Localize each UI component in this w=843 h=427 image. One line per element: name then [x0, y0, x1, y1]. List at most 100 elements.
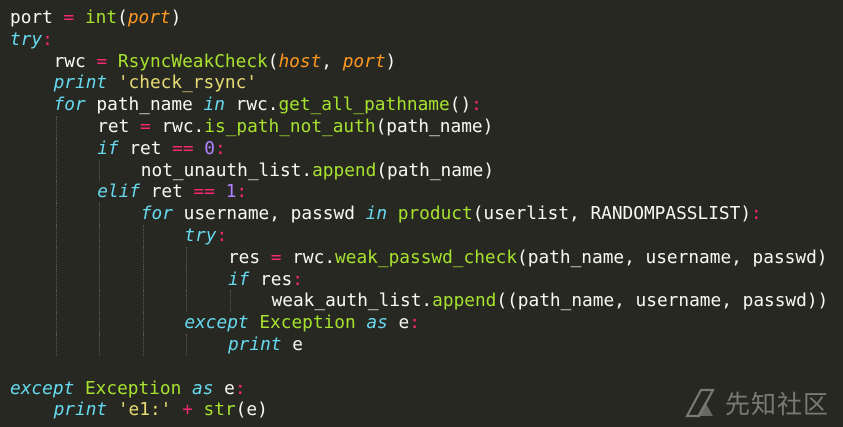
- code-token: as: [366, 312, 388, 334]
- code-token: Exception: [259, 312, 356, 334]
- indent-guide: [54, 224, 98, 247]
- code-token: 'check_rsync': [117, 72, 258, 94]
- indent-guide: [228, 290, 272, 312]
- indent-guide: [97, 203, 141, 225]
- code-token: ret: [140, 181, 194, 203]
- code-token: e: [387, 312, 410, 334]
- code-token: port: [342, 50, 386, 72]
- code-token: append: [432, 290, 497, 312]
- indent-guide: [54, 333, 98, 356]
- code-line[interactable]: [10, 356, 828, 378]
- indent-guide: [54, 246, 98, 269]
- code-line[interactable]: not_unauth_list.append(path_name): [10, 159, 828, 182]
- code-token: try: [10, 28, 43, 50]
- code-token: ,: [321, 50, 343, 72]
- code-token: +: [182, 399, 193, 421]
- indent-guide: [97, 224, 141, 247]
- indent-guide: [141, 312, 185, 334]
- indent-guide: [10, 312, 54, 334]
- code-line[interactable]: weak_auth_list.append((path_name, userna…: [10, 290, 828, 312]
- code-token: (path_name): [375, 115, 494, 137]
- code-line[interactable]: print e: [10, 333, 828, 356]
- code-token: res: [249, 268, 293, 290]
- code-token: :: [751, 203, 762, 225]
- code-token: as: [192, 377, 214, 399]
- code-token: int: [84, 7, 118, 28]
- code-area[interactable]: port = int(port)try:rwc = RsyncWeakCheck…: [10, 7, 828, 421]
- indent-guide: [10, 399, 54, 421]
- code-token: (path_name, username, passwd): [517, 246, 828, 268]
- indent-guide: [184, 333, 228, 356]
- code-token: :: [409, 312, 420, 334]
- code-token: print: [227, 333, 282, 355]
- indent-guide: [184, 290, 228, 312]
- code-token: e: [213, 377, 235, 399]
- code-line[interactable]: if res:: [10, 268, 828, 291]
- code-token: ==: [193, 181, 215, 203]
- code-token: [171, 399, 182, 420]
- code-token: ): [170, 7, 182, 28]
- indent-guide: [97, 159, 141, 182]
- code-line[interactable]: if ret == 0:: [10, 137, 828, 160]
- indent-guide: [10, 290, 54, 312]
- code-line[interactable]: res = rwc.weak_passwd_check(path_name, u…: [10, 246, 828, 269]
- code-token: if: [97, 137, 119, 159]
- indent-guide: [141, 333, 185, 356]
- code-token: :: [234, 377, 246, 399]
- indent-guide: [184, 268, 228, 291]
- code-line[interactable]: print 'e1:' + str(e): [10, 399, 828, 421]
- code-token: rwc.: [150, 115, 205, 137]
- code-line[interactable]: try:: [10, 29, 828, 51]
- code-token: elif: [97, 181, 141, 203]
- code-token: rwc.: [281, 246, 336, 268]
- code-token: ((path_name, username, passwd)): [496, 290, 829, 312]
- code-token: =: [270, 246, 282, 268]
- code-token: except: [10, 377, 75, 399]
- code-token: print: [53, 72, 108, 94]
- code-line[interactable]: for path_name in rwc.get_all_pathname():: [10, 94, 828, 116]
- code-line[interactable]: except Exception as e:: [10, 378, 828, 400]
- indent-guide: [10, 203, 54, 225]
- indent-guide: [54, 312, 98, 334]
- xianzhi-logo-icon: [685, 388, 715, 418]
- code-token: rwc.: [224, 94, 279, 116]
- indent-guide: [10, 116, 54, 138]
- code-token: [249, 312, 260, 333]
- indent-guide: [97, 333, 141, 356]
- code-token: not_unauth_list.: [140, 159, 313, 181]
- code-line[interactable]: rwc = RsyncWeakCheck(host, port): [10, 51, 828, 73]
- code-token: in: [365, 203, 388, 225]
- code-line[interactable]: print 'check_rsync': [10, 72, 828, 94]
- indent-guide: [54, 290, 98, 312]
- code-token: [194, 138, 205, 159]
- indent-guide: [184, 246, 228, 269]
- code-token: print: [53, 399, 108, 421]
- code-token: append: [312, 159, 377, 181]
- code-token: ): [385, 50, 397, 72]
- code-line[interactable]: except Exception as e:: [10, 312, 828, 334]
- code-token: product: [397, 203, 473, 225]
- code-token: =: [96, 50, 108, 72]
- code-line[interactable]: for username, passwd in product(userlist…: [10, 203, 828, 225]
- watermark: 先知社区: [683, 385, 829, 421]
- indent-guide: [54, 203, 98, 225]
- indent-guide: [97, 312, 141, 334]
- indent-guide: [54, 159, 98, 182]
- code-token: ==: [172, 137, 194, 159]
- code-token: (: [117, 7, 128, 28]
- indent-guide: [10, 269, 54, 291]
- code-line[interactable]: try:: [10, 224, 828, 247]
- code-line[interactable]: port = int(port): [10, 7, 828, 29]
- code-line[interactable]: elif ret == 1:: [10, 181, 828, 203]
- indent-guide: [10, 94, 54, 116]
- indent-guide: [141, 224, 185, 247]
- code-token: path_name: [85, 94, 204, 116]
- code-token: ret: [97, 115, 141, 137]
- code-line[interactable]: ret = rwc.is_path_not_auth(path_name): [10, 115, 828, 138]
- indent-guide: [10, 247, 54, 269]
- code-token: ret: [118, 137, 173, 159]
- code-token: [356, 312, 367, 333]
- code-token: username, passwd: [172, 203, 366, 225]
- code-token: 1: [225, 181, 237, 203]
